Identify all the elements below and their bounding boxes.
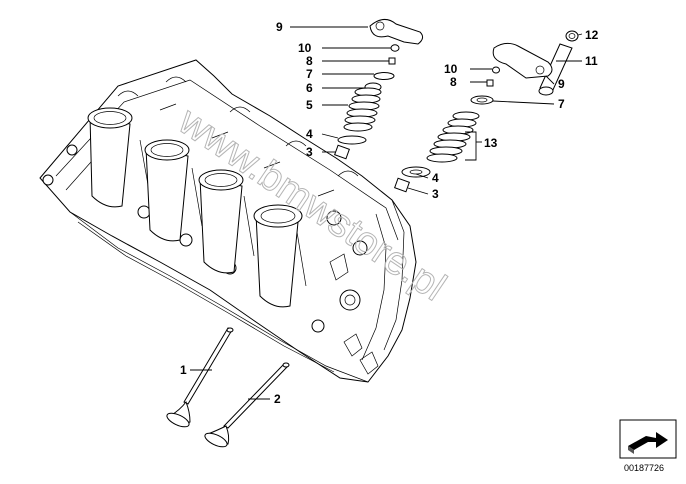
callout-4-left: 4	[306, 127, 313, 141]
callout-8-left: 8	[306, 54, 313, 68]
callout-12: 12	[585, 28, 599, 42]
callout-2: 2	[274, 392, 281, 406]
diagram-number: 00187726	[624, 463, 664, 473]
callout-labels: 9 10 8 7 6 5 4 3 12 11 10 8 9 7 13 4 3 1…	[180, 20, 599, 406]
callout-3-right: 3	[432, 187, 439, 201]
callout-3-left: 3	[306, 145, 313, 159]
callout-10-right: 10	[444, 62, 458, 76]
callout-9-left: 9	[276, 20, 283, 34]
valve-spring-right	[426, 111, 480, 163]
callout-6: 6	[306, 81, 313, 95]
callout-5: 5	[306, 98, 313, 112]
callout-7-left: 7	[306, 67, 313, 81]
callout-13: 13	[484, 136, 498, 150]
callout-7-right: 7	[558, 97, 565, 111]
callout-4-right: 4	[432, 171, 439, 185]
left-valve-stack	[334, 19, 424, 160]
exhaust-valve	[204, 362, 290, 448]
orientation-box: 00187726	[619, 419, 677, 473]
leader-lines	[190, 26, 583, 400]
callout-8-right: 8	[450, 75, 457, 89]
cylinder-bore-2	[144, 139, 190, 242]
callout-11: 11	[585, 54, 598, 68]
valve-spring-left	[343, 87, 382, 132]
right-valve-stack	[394, 30, 579, 193]
cylinder-bore-3	[198, 169, 244, 274]
orientation-arrow-icon	[628, 432, 668, 454]
callout-10-left: 10	[298, 41, 312, 55]
cylinder-bore-4	[253, 204, 303, 308]
callout-9-right: 9	[558, 77, 565, 91]
rocker-arm-right	[492, 42, 553, 79]
callout-1: 1	[180, 363, 187, 377]
cylinder-bore-1	[87, 107, 133, 208]
rocker-arm-left	[369, 19, 424, 45]
intake-valve	[166, 327, 234, 428]
